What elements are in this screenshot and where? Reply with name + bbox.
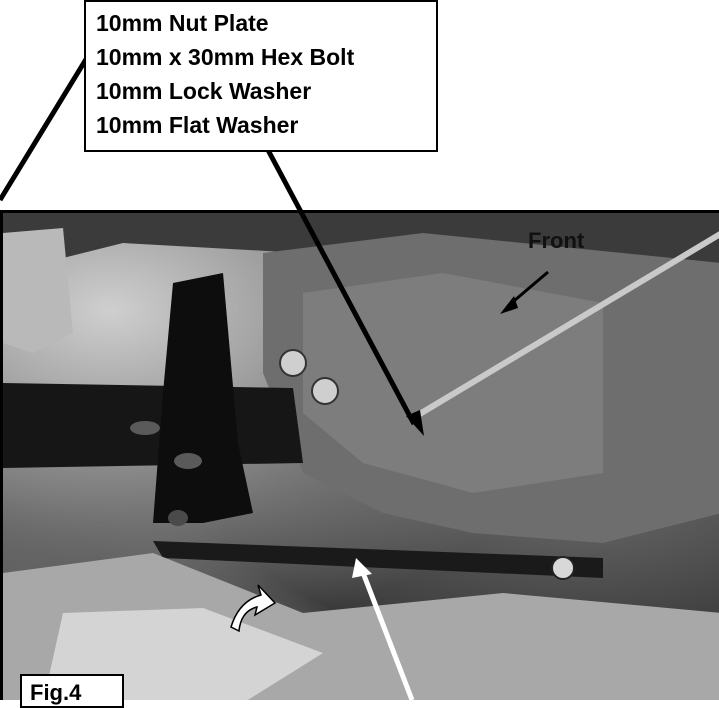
vehicle-frame-photo [0,210,719,700]
bracket-hole [168,510,188,526]
part-flat-washer: 10mm Flat Washer [96,112,299,138]
skid-bar [153,541,603,578]
front-direction-label: Front [528,228,585,253]
bracket-slot-2 [174,453,202,469]
photo-scene [3,213,719,700]
frame-bolt-1 [279,349,307,377]
frame-bolt-2 [311,377,339,405]
support-rod [411,231,719,421]
rotation-arrow-icon [230,584,277,633]
left-component [3,228,73,353]
bracket-slot-1 [130,421,160,435]
parts-callout-box: 10mm Nut Plate 10mm x 30mm Hex Bolt 10mm… [84,0,438,152]
part-nut-plate: 10mm Nut Plate [96,10,269,36]
callout-leader-left [0,54,91,202]
skid-bar-bolt [551,556,575,580]
part-lock-washer: 10mm Lock Washer [96,78,312,104]
figure-label: Fig.4 [20,674,124,708]
part-hex-bolt: 10mm x 30mm Hex Bolt [96,44,355,70]
